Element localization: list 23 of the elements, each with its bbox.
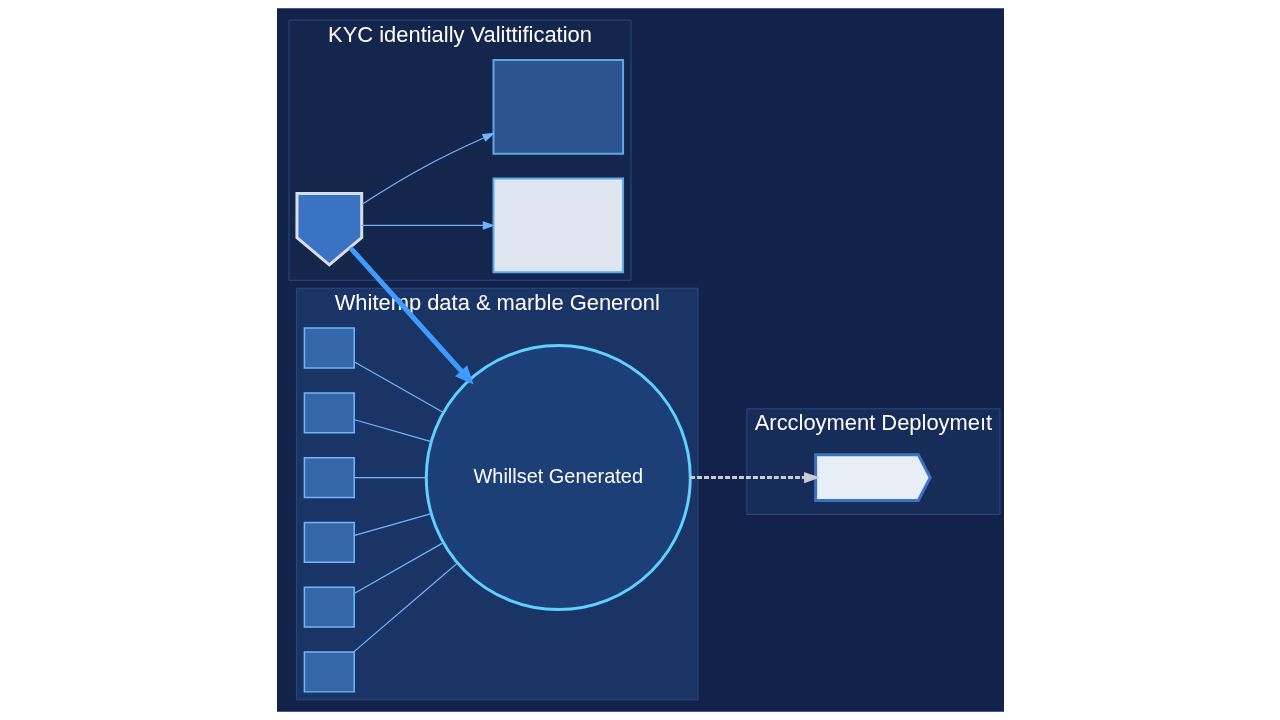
arrow: [689, 472, 820, 484]
connector: [353, 477, 427, 479]
node-box: [303, 651, 355, 693]
cluster: Arccloyment Deploymeıt: [745, 408, 1000, 515]
arrow: [360, 132, 495, 206]
connector: [353, 361, 444, 414]
node-box: [492, 59, 624, 155]
arrow: [360, 221, 495, 230]
node-rocket: [813, 453, 932, 502]
node-box: [303, 456, 355, 499]
node-box: [303, 327, 355, 369]
node-box: [492, 177, 624, 274]
connector: [353, 513, 432, 537]
connector: [353, 419, 432, 443]
node-box: [303, 392, 355, 434]
node-shield: [294, 192, 363, 267]
connector: [353, 542, 444, 594]
node-box: [303, 586, 355, 628]
connector: [352, 562, 458, 653]
node-circle: Whillset Generated: [424, 344, 692, 612]
cluster: KYC identially Valittification: [287, 19, 632, 281]
node-box: [303, 521, 355, 564]
arrow: [348, 246, 474, 385]
